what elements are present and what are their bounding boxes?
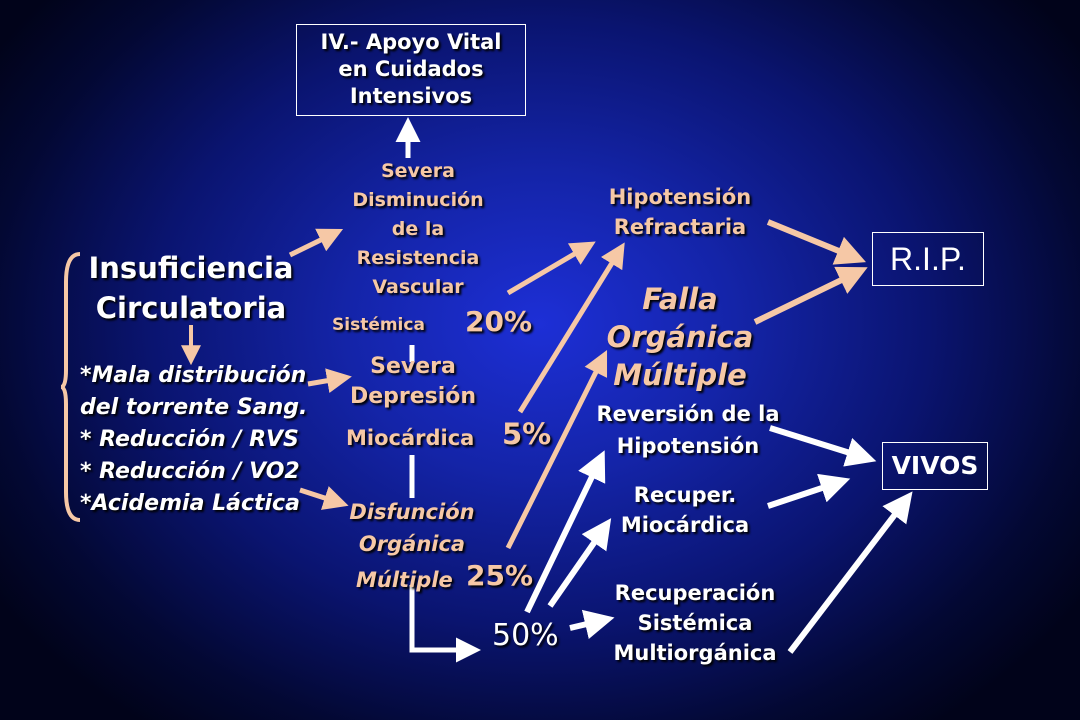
recuperacion-sistemica: Recuperación Sistémica Multiorgánica [613, 581, 777, 665]
apoyo-vital-box: IV.- Apoyo Vital en Cuidados Intensivos [296, 24, 526, 116]
depresion-label: Severa Depresión [349, 354, 477, 409]
sistemica-label: Sistémica [332, 315, 425, 335]
apoyo-vital-text: IV.- Apoyo Vital en Cuidados Intensivos [320, 30, 502, 108]
pct-25: 25% [466, 559, 534, 592]
arrow-falla-to-rip [753, 266, 868, 325]
arrow-50-to-recuperacion [569, 609, 615, 639]
resistencia-vascular-label: Severa Disminución de la Resistencia Vas… [352, 160, 484, 298]
arrow-to-resistencia [288, 228, 344, 258]
mechanisms-list: *Mala distribución del torrente Sang. * … [80, 360, 320, 520]
arrow-50-to-recuper [547, 518, 612, 608]
disfuncion-label: Disfunción Orgánica [349, 500, 475, 556]
mechanism-item: * Reducción / VO2 [80, 459, 300, 484]
recuper-miocardica: Recuper. Miocárdica [620, 483, 750, 537]
mechanism-item: *Mala distribución [80, 363, 307, 388]
multiple-label: Múltiple [356, 568, 453, 592]
mechanism-item: * Reducción / RVS [80, 427, 299, 452]
vivos-box: VIVOS [882, 442, 988, 490]
rip-box: R.I.P. [872, 232, 984, 286]
left-brace [60, 252, 81, 522]
pct-20: 20% [465, 305, 533, 338]
arrow-5-to-hipotension [517, 242, 625, 414]
insuficiencia-circulatoria: Insuficiencia Circulatoria [88, 251, 294, 325]
arrow-hipotension-to-rip [766, 219, 866, 265]
mechanism-item: *Acidemia Láctica [80, 491, 300, 516]
pct-5: 5% [502, 417, 552, 451]
arrow-to-disfuncion [299, 486, 349, 510]
pct-50: 50% [492, 618, 559, 653]
vivos-text: VIVOS [891, 451, 979, 480]
arrow-25-to-falla [505, 349, 608, 550]
arrow-to-depresion [307, 368, 352, 394]
arrow-recuperacion-to-vivos [787, 491, 913, 654]
arrow-50-to-reversion [524, 450, 606, 614]
hipotension-refractaria: Hipotensión Refractaria [608, 185, 752, 239]
arrow-reversion-to-vivos [769, 425, 877, 467]
arrow-20-to-hipotension [506, 241, 596, 296]
spine-bottom-arrow [409, 585, 481, 663]
miocardica-label: Miocárdica [346, 426, 475, 450]
arrow-recuper-to-vivos [767, 473, 851, 509]
mechanism-item: del torrente Sang. [80, 395, 308, 420]
falla-organica-multiple: Falla Orgánica Múltiple [606, 282, 754, 392]
reversion-hipotension: Reversión de la Hipotensión [596, 402, 780, 458]
rip-text: R.I.P. [890, 241, 966, 277]
